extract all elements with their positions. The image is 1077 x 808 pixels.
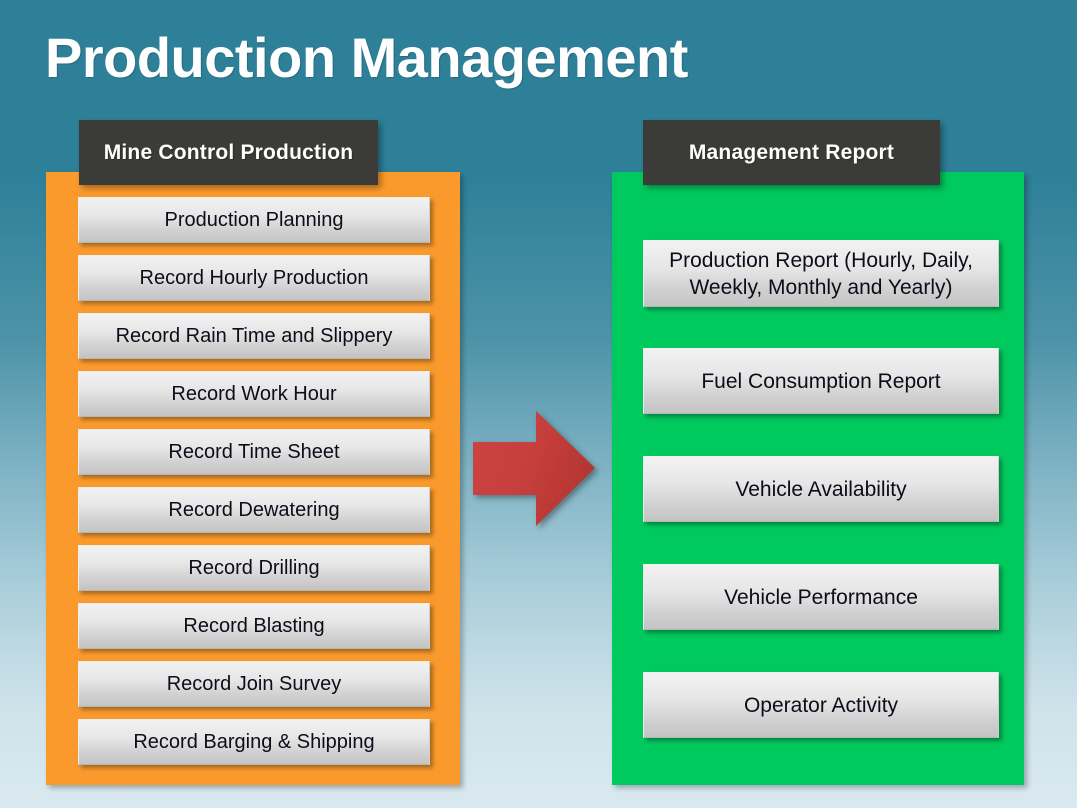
list-item[interactable]: Fuel Consumption Report xyxy=(643,348,999,414)
list-item[interactable]: Production Planning xyxy=(78,197,430,243)
list-item[interactable]: Record Time Sheet xyxy=(78,429,430,475)
list-item[interactable]: Production Report (Hourly, Daily, Weekly… xyxy=(643,240,999,307)
production-button-list: Production Planning Record Hourly Produc… xyxy=(78,197,430,765)
right-arrow-icon xyxy=(473,411,595,526)
list-item[interactable]: Record Rain Time and Slippery xyxy=(78,313,430,359)
list-item[interactable]: Record Work Hour xyxy=(78,371,430,417)
list-item[interactable]: Record Hourly Production xyxy=(78,255,430,301)
list-item[interactable]: Record Drilling xyxy=(78,545,430,591)
report-button-list: Production Report (Hourly, Daily, Weekly… xyxy=(643,240,999,738)
production-panel-header: Mine Control Production xyxy=(79,120,378,185)
list-item[interactable]: Record Blasting xyxy=(78,603,430,649)
list-item[interactable]: Vehicle Performance xyxy=(643,564,999,630)
list-item[interactable]: Operator Activity xyxy=(643,672,999,738)
list-item[interactable]: Vehicle Availability xyxy=(643,456,999,522)
page-title: Production Management xyxy=(45,26,688,89)
list-item[interactable]: Record Dewatering xyxy=(78,487,430,533)
list-item[interactable]: Record Barging & Shipping xyxy=(78,719,430,765)
list-item[interactable]: Record Join Survey xyxy=(78,661,430,707)
report-panel-header: Management Report xyxy=(643,120,940,185)
